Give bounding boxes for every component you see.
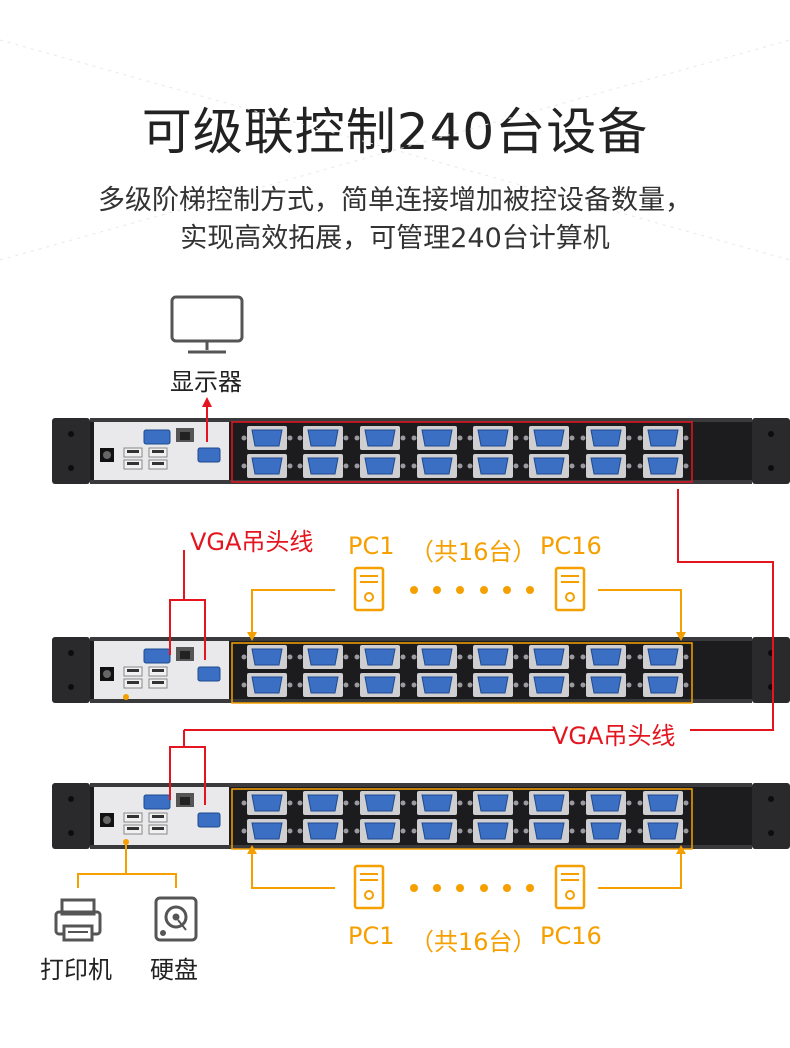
label-pc1-bottom: PC1 bbox=[348, 922, 395, 950]
label-pc16-bottom: PC16 bbox=[540, 922, 602, 950]
monitor-icon bbox=[170, 295, 244, 354]
ellipsis-dots-top bbox=[410, 586, 534, 594]
printer-icon bbox=[54, 898, 102, 942]
kvm-switch-2 bbox=[52, 637, 790, 703]
highlight-ports-2 bbox=[231, 642, 693, 704]
label-pc1-top: PC1 bbox=[348, 532, 395, 560]
subtitle-line-2: 实现高效拓展，可管理240台计算机 bbox=[180, 223, 610, 254]
label-printer: 打印机 bbox=[40, 956, 112, 984]
highlight-ports-3 bbox=[231, 788, 693, 850]
label-pc16-top: PC16 bbox=[540, 532, 602, 560]
page-title: 可级联控制240台设备 bbox=[141, 103, 649, 161]
hard-disk-icon bbox=[154, 896, 198, 942]
kvm-switch-1 bbox=[52, 418, 790, 484]
subtitle-line-1: 多级阶梯控制方式，简单连接增加被控设备数量， bbox=[98, 185, 692, 216]
label-pc-count-bottom: （共16台） bbox=[410, 928, 537, 956]
pc-tower-icon-pc16-top bbox=[554, 566, 586, 612]
label-vga-cable-1: VGA吊头线 bbox=[190, 528, 314, 556]
label-monitor: 显示器 bbox=[170, 368, 242, 396]
highlight-ports-1 bbox=[231, 421, 693, 483]
pc-tower-icon-pc1-bottom bbox=[353, 864, 385, 910]
label-pc-count-top: （共16台） bbox=[410, 538, 537, 566]
kvm-switch-3 bbox=[52, 783, 790, 849]
label-vga-cable-2: VGA吊头线 bbox=[552, 722, 676, 750]
label-hard-disk: 硬盘 bbox=[150, 956, 198, 984]
pc-tower-icon-pc1-top bbox=[353, 566, 385, 612]
pc-tower-icon-pc16-bottom bbox=[554, 864, 586, 910]
ellipsis-dots-bottom bbox=[410, 884, 534, 892]
